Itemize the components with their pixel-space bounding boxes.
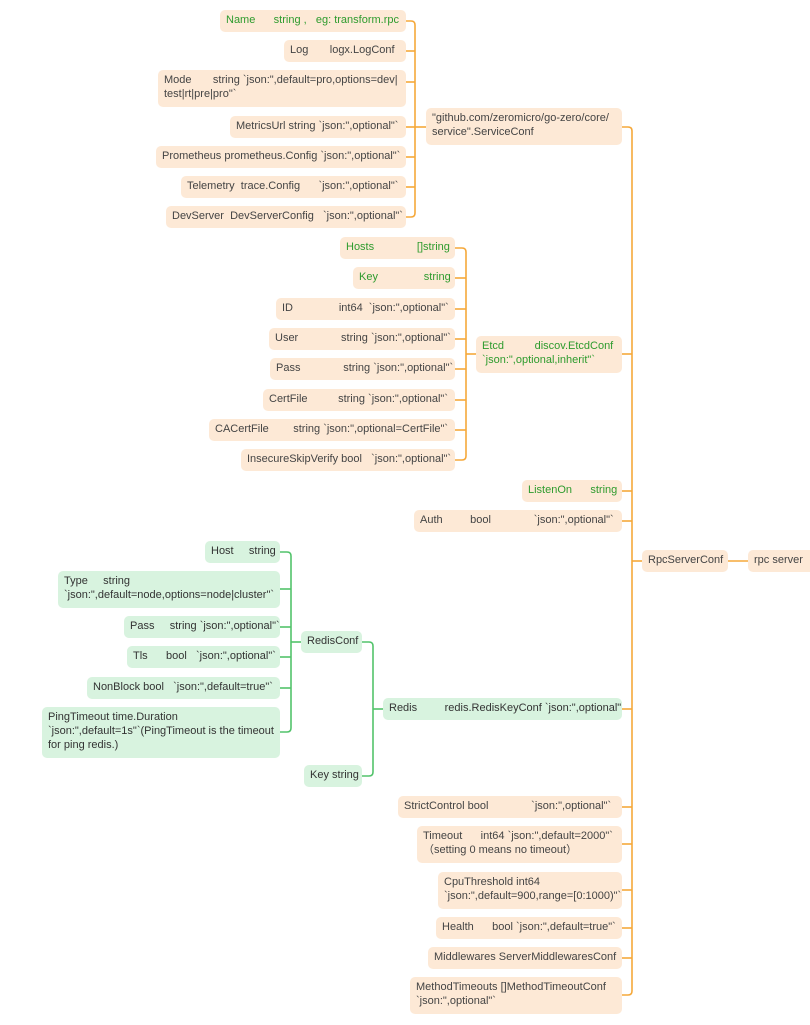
etcd-field-cacertfile: CACertFile string `json:",optional=CertF… [209, 419, 455, 441]
root-node-rpc-server: rpc server [748, 550, 810, 572]
rpc-edges-link [622, 990, 633, 996]
rpc-server-conf-node: RpcServerConf [642, 550, 728, 572]
etcd-field-pass: Pass string `json:",optional"` [270, 358, 455, 380]
service-field-metrics-url: MetricsUrl string `json:",optional"` [230, 116, 406, 138]
redis-conf-field-type: Type string `json:",default=node,options… [58, 571, 280, 608]
rpc-edges-link [622, 126, 633, 132]
service-field-mode: Mode string `json:",default=pro,options=… [158, 70, 406, 107]
redisconf-edges-link [280, 551, 292, 557]
service-field-name: Name string , eg: transform.rpc [220, 10, 406, 32]
redis-key-string-node: Key string [304, 765, 362, 787]
service-field-telemetry: Telemetry trace.Config `json:",optional"… [181, 176, 406, 198]
etcd-edges-link [455, 247, 467, 253]
rpc-field-timeout: Timeout int64 `json:",default=2000"` （se… [417, 826, 622, 863]
redis-conf-field-ping-timeout: PingTimeout time.Duration `json:",defaul… [42, 707, 280, 758]
redis-conf-field-host: Host string [205, 541, 280, 563]
etcd-edges-link [455, 455, 467, 461]
redisconf-edges-link [280, 727, 292, 733]
rpc-field-method-timeouts: MethodTimeouts []MethodTimeoutConf `json… [410, 977, 622, 1014]
redis-conf-field-nonblock: NonBlock bool `json:",default=true"` [87, 677, 280, 699]
listen-on-node: ListenOn string [522, 480, 622, 502]
service-field-log: Log logx.LogConf [284, 40, 406, 62]
redis-conf-field-tls: Tls bool `json:",optional"` [127, 646, 280, 668]
rpc-field-middlewares: Middlewares ServerMiddlewaresConf [428, 947, 622, 969]
service-field-prometheus: Prometheus prometheus.Config `json:",opt… [156, 146, 406, 168]
auth-node: Auth bool `json:",optional"` [414, 510, 622, 532]
redis-edges-link [362, 771, 374, 777]
redis-node: Redis redis.RedisKeyConf `json:",optiona… [383, 698, 622, 720]
etcd-field-hosts: Hosts []string [340, 237, 455, 259]
service-edges-link [406, 212, 416, 218]
etcd-field-key: Key string [353, 267, 455, 289]
rpc-field-cpu-threshold: CpuThreshold int64 `json:",default=900,r… [438, 872, 622, 909]
etcd-field-insecure-skip-verify: InsecureSkipVerify bool `json:",optional… [241, 449, 455, 471]
etcd-field-user: User string `json:",optional"` [269, 328, 455, 350]
rpc-field-strict-control: StrictControl bool `json:",optional"` [398, 796, 622, 818]
service-conf-node: "github.com/zeromicro/go-zero/core/ serv… [426, 108, 622, 145]
rpc-field-health: Health bool `json:",default=true"` [436, 917, 622, 939]
etcd-field-certfile: CertFile string `json:",optional"` [263, 389, 455, 411]
service-field-devserver: DevServer DevServerConfig `json:",option… [166, 206, 406, 228]
service-edges-link [406, 20, 416, 26]
etcd-field-id: ID int64 `json:",optional"` [276, 298, 455, 320]
redis-edges-link [362, 641, 374, 647]
redis-conf-field-pass: Pass string `json:",optional"` [124, 616, 280, 638]
redis-conf-node: RedisConf [301, 631, 362, 653]
etcd-node: Etcd discov.EtcdConf `json:",optional,in… [476, 336, 622, 373]
